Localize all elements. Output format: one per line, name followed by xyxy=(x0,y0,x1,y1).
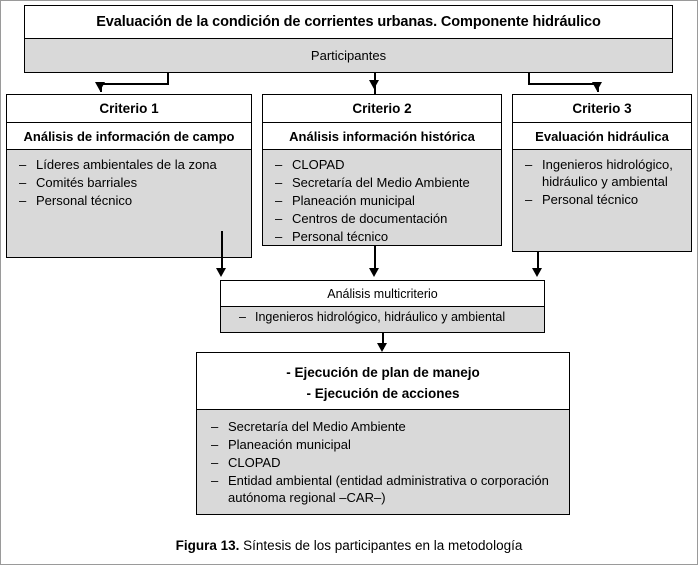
criterio-1-subtitle: Análisis de información de campo xyxy=(7,122,251,149)
arrowhead-to-criterio-3 xyxy=(592,82,602,91)
arrowhead-criterio-3-to-multi xyxy=(532,268,542,277)
arrowhead-multi-to-exec xyxy=(377,343,387,352)
connector-criterio-1-to-multi xyxy=(221,231,223,273)
ejecucion-body: Secretaría del Medio Ambiente Planeación… xyxy=(197,409,569,514)
connector-right-horizontal xyxy=(528,83,598,85)
list-item: Entidad ambiental (entidad administrativ… xyxy=(211,473,559,507)
criterio-2-list: CLOPAD Secretaría del Medio Ambiente Pla… xyxy=(275,157,491,245)
list-item: Ingenieros hidrológico, hidráulico y amb… xyxy=(239,310,544,325)
ejecucion-heading-line-2: - Ejecución de acciones xyxy=(306,385,460,401)
arrowhead-criterio-1-to-multi xyxy=(216,268,226,277)
analisis-multicriterio-body: Ingenieros hidrológico, hidráulico y amb… xyxy=(221,306,544,332)
connector-criterio-3-to-multi xyxy=(537,252,539,273)
criterio-1-list: Líderes ambientales de la zona Comités b… xyxy=(19,157,241,210)
list-item: Secretaría del Medio Ambiente xyxy=(275,175,491,192)
list-item: Planeación municipal xyxy=(275,193,491,210)
figure-caption-text: Síntesis de los participantes en la meto… xyxy=(239,538,523,553)
criterio-3-body: Ingenieros hidrológico, hidráulico y amb… xyxy=(513,149,691,251)
list-item: Ingenieros hidrológico, hidráulico y amb… xyxy=(525,157,681,191)
list-item: Planeación municipal xyxy=(211,437,559,454)
figure-caption: Figura 13. Síntesis de los participantes… xyxy=(0,538,698,553)
connector-criterio-2-to-multi xyxy=(374,246,376,273)
criterio-1-box: Criterio 1 Análisis de información de ca… xyxy=(6,94,252,258)
connector-multi-to-exec xyxy=(382,333,384,349)
criterio-3-subtitle: Evaluación hidráulica xyxy=(513,122,691,149)
analisis-multicriterio-box: Análisis multicriterio Ingenieros hidrol… xyxy=(220,280,545,333)
arrowhead-to-criterio-2 xyxy=(369,80,379,89)
arrowhead-criterio-2-to-multi xyxy=(369,268,379,277)
list-item: Secretaría del Medio Ambiente xyxy=(211,419,559,436)
list-item: Personal técnico xyxy=(525,192,681,209)
criterio-3-list: Ingenieros hidrológico, hidráulico y amb… xyxy=(525,157,681,209)
analisis-multicriterio-title: Análisis multicriterio xyxy=(221,281,544,306)
list-item: Centros de documentación xyxy=(275,211,491,228)
list-item: Personal técnico xyxy=(275,229,491,246)
criterio-3-title: Criterio 3 xyxy=(513,95,691,122)
criterio-3-box: Criterio 3 Evaluación hidráulica Ingenie… xyxy=(512,94,692,252)
criterio-2-body: CLOPAD Secretaría del Medio Ambiente Pla… xyxy=(263,149,501,245)
criterio-2-subtitle: Análisis información histórica xyxy=(263,122,501,149)
title-block: Evaluación de la condición de corrientes… xyxy=(24,5,673,73)
connector-right-drop xyxy=(528,73,530,84)
list-item: CLOPAD xyxy=(275,157,491,174)
diagram-title: Evaluación de la condición de corrientes… xyxy=(25,6,672,38)
list-item: Comités barriales xyxy=(19,175,241,192)
criterio-1-title: Criterio 1 xyxy=(7,95,251,122)
figure-caption-label: Figura 13. xyxy=(175,538,240,553)
ejecucion-box: - Ejecución de plan de manejo - Ejecució… xyxy=(196,352,570,515)
list-item: Personal técnico xyxy=(19,193,241,210)
connector-left-horizontal xyxy=(100,83,169,85)
ejecucion-heading-line-1: - Ejecución de plan de manejo xyxy=(286,365,480,380)
ejecucion-heading: - Ejecución de plan de manejo - Ejecució… xyxy=(197,353,569,409)
analisis-multicriterio-list: Ingenieros hidrológico, hidráulico y amb… xyxy=(239,310,544,325)
ejecucion-list: Secretaría del Medio Ambiente Planeación… xyxy=(211,419,559,506)
list-item: Líderes ambientales de la zona xyxy=(19,157,241,174)
criterio-2-box: Criterio 2 Análisis información históric… xyxy=(262,94,502,246)
arrowhead-to-criterio-1 xyxy=(95,82,105,91)
criterio-1-body: Líderes ambientales de la zona Comités b… xyxy=(7,149,251,257)
participants-label: Participantes xyxy=(25,38,672,72)
criterio-2-title: Criterio 2 xyxy=(263,95,501,122)
connector-left-drop xyxy=(167,73,169,84)
list-item: CLOPAD xyxy=(211,455,559,472)
